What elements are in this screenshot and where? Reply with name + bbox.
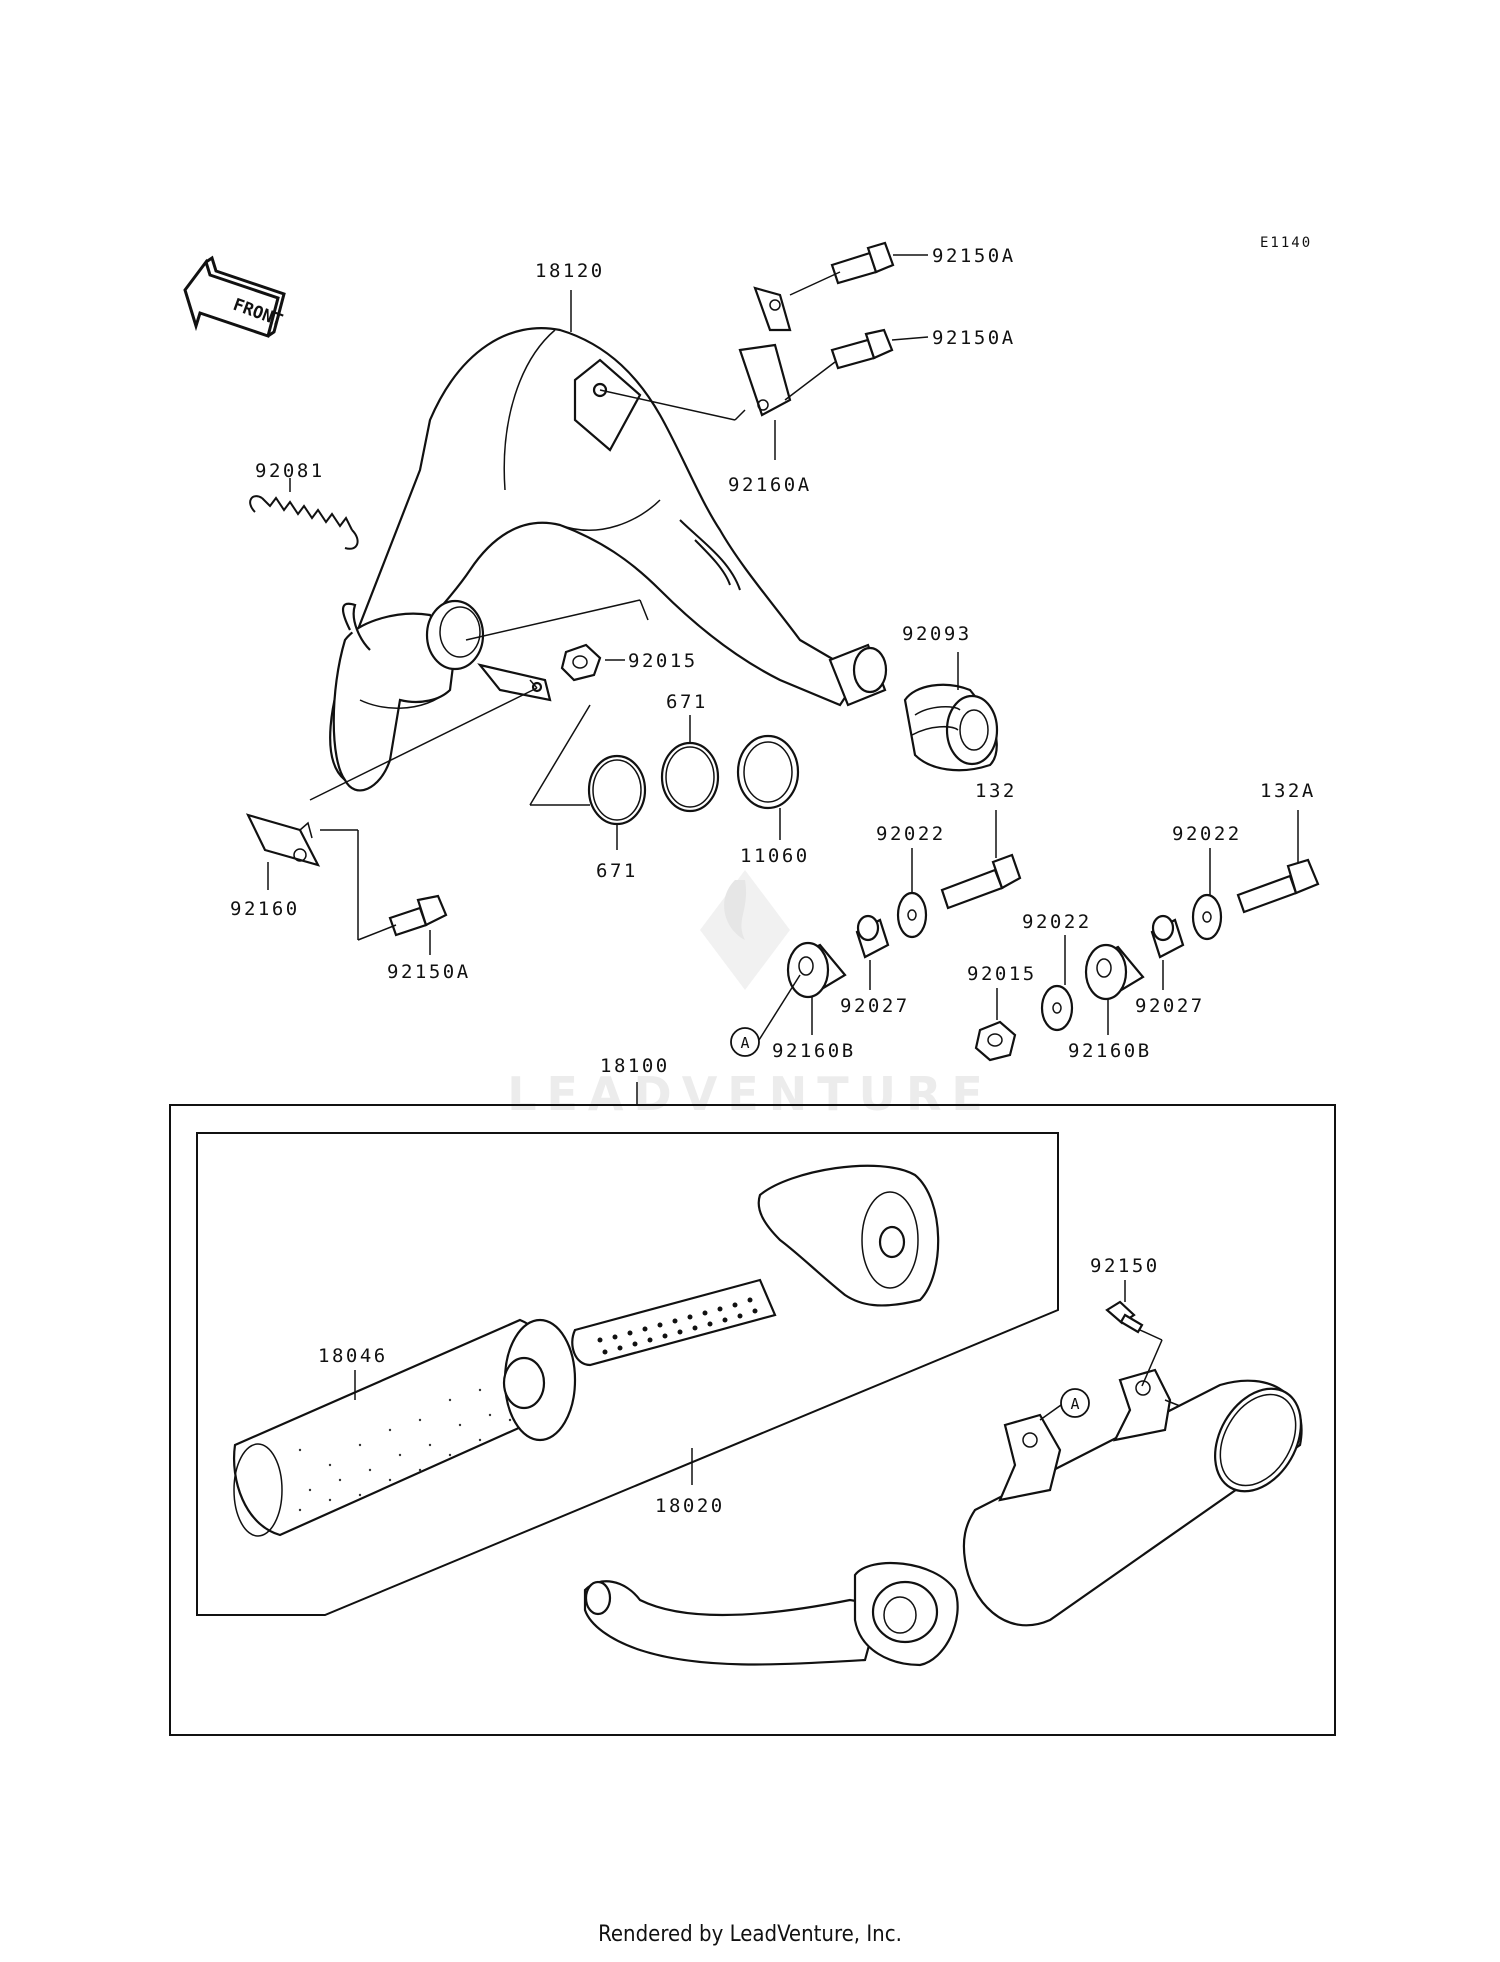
watermark-text: LEADVENTURE (507, 1067, 993, 1121)
svg-text:A: A (740, 1034, 749, 1052)
callout-a-top: A (730, 1027, 760, 1057)
label-92160B-1: 92160B (772, 1040, 856, 1062)
label-92015-top: 92015 (628, 650, 698, 672)
label-92150: 92150 (1090, 1255, 1160, 1277)
spring (249, 495, 359, 550)
label-92150A-1: 92150A (932, 245, 1016, 267)
bolt-92150A-2 (830, 328, 894, 370)
grommet-92093 (903, 683, 999, 772)
label-18046: 18046 (318, 1345, 388, 1367)
label-92150A-3: 92150A (387, 961, 471, 983)
gasket-11060 (736, 734, 800, 810)
bolt-92150 (1105, 1300, 1144, 1334)
label-18020: 18020 (655, 1495, 725, 1517)
label-92160: 92160 (230, 898, 300, 920)
label-92022-2: 92022 (1172, 823, 1242, 845)
collar-92027-1 (855, 914, 890, 959)
label-132: 132 (975, 780, 1017, 802)
label-92093: 92093 (902, 623, 972, 645)
bolt-132 (940, 853, 1022, 910)
perforated-core (571, 1278, 777, 1367)
collar-92027-2 (1150, 914, 1185, 959)
nut-92015-top (560, 643, 602, 682)
svg-text:A: A (1070, 1395, 1079, 1413)
leader-lines-bottom (354, 1280, 1163, 1485)
part-labels: 18120 92150A 92150A 92160A 92081 92015 9… (230, 245, 1316, 1517)
footer-credit: Rendered by LeadVenture, Inc. (598, 1922, 902, 1947)
bracket-92160 (245, 813, 321, 867)
expansion-chamber (329, 327, 888, 792)
bracket-92160A (738, 286, 792, 417)
bolt-92150A-3 (388, 894, 448, 937)
front-arrow-icon: FRONT (183, 255, 286, 338)
label-671-lower: 671 (596, 860, 638, 882)
label-92022-3: 92022 (1022, 911, 1092, 933)
washer-92022-3 (1040, 984, 1074, 1032)
gasket-671-b (660, 741, 720, 813)
assembly-box-18100 (169, 1104, 1336, 1736)
washer-92022-2 (1191, 893, 1223, 941)
label-92027-2: 92027 (1135, 995, 1205, 1017)
ref-code: E1140 (1260, 235, 1312, 251)
label-92027-1: 92027 (840, 995, 910, 1017)
gasket-671-a (587, 754, 647, 826)
label-92015-bottom: 92015 (967, 963, 1037, 985)
label-92150A-2: 92150A (932, 327, 1016, 349)
muffler-inlet-pipe (583, 1561, 959, 1667)
grommet-92160B-1 (786, 941, 847, 999)
packing-18046 (233, 1318, 577, 1537)
label-132A: 132A (1260, 780, 1316, 802)
muffler-body (962, 1368, 1303, 1627)
label-18100: 18100 (600, 1055, 670, 1077)
watermark: LEADVENTURE (507, 870, 993, 1121)
bolt-132A (1236, 858, 1320, 914)
label-92081: 92081 (255, 460, 325, 482)
bolt-92150A-1 (830, 241, 895, 285)
leader-lines-top (267, 254, 1299, 1041)
nut-92015-bottom (974, 1020, 1017, 1062)
label-92160A: 92160A (728, 474, 812, 496)
washer-92022-1 (896, 891, 928, 939)
label-11060: 11060 (740, 845, 810, 867)
label-92022-1: 92022 (876, 823, 946, 845)
label-671-upper: 671 (666, 691, 708, 713)
label-18120: 18120 (535, 260, 605, 282)
end-cap (757, 1164, 940, 1307)
grommet-92160B-2 (1084, 943, 1145, 1001)
callout-a-bottom: A (1060, 1388, 1090, 1418)
label-92160B-2: 92160B (1068, 1040, 1152, 1062)
